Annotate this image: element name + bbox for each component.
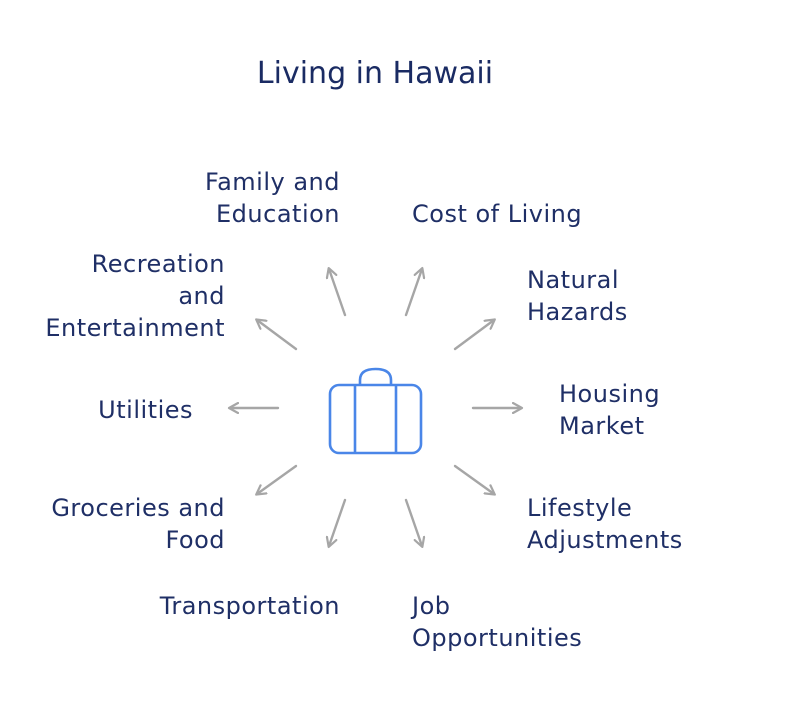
label-utilities: Utilities — [98, 396, 193, 424]
arrow-hazards — [453, 320, 494, 351]
arrow-groceries — [257, 464, 298, 494]
label-transportation: Transportation — [159, 592, 340, 620]
arrow-family — [329, 269, 347, 317]
suitcase-icon — [328, 367, 423, 455]
arrow-jobs — [404, 498, 422, 546]
arrow-transportation — [329, 498, 347, 546]
arrow-cost — [404, 269, 422, 317]
diagram-title: Living in Hawaii — [256, 56, 494, 91]
arrow-recreation — [257, 320, 298, 351]
arrow-lifestyle — [453, 464, 494, 494]
label-cost-of-living: Cost of Living — [412, 200, 583, 228]
